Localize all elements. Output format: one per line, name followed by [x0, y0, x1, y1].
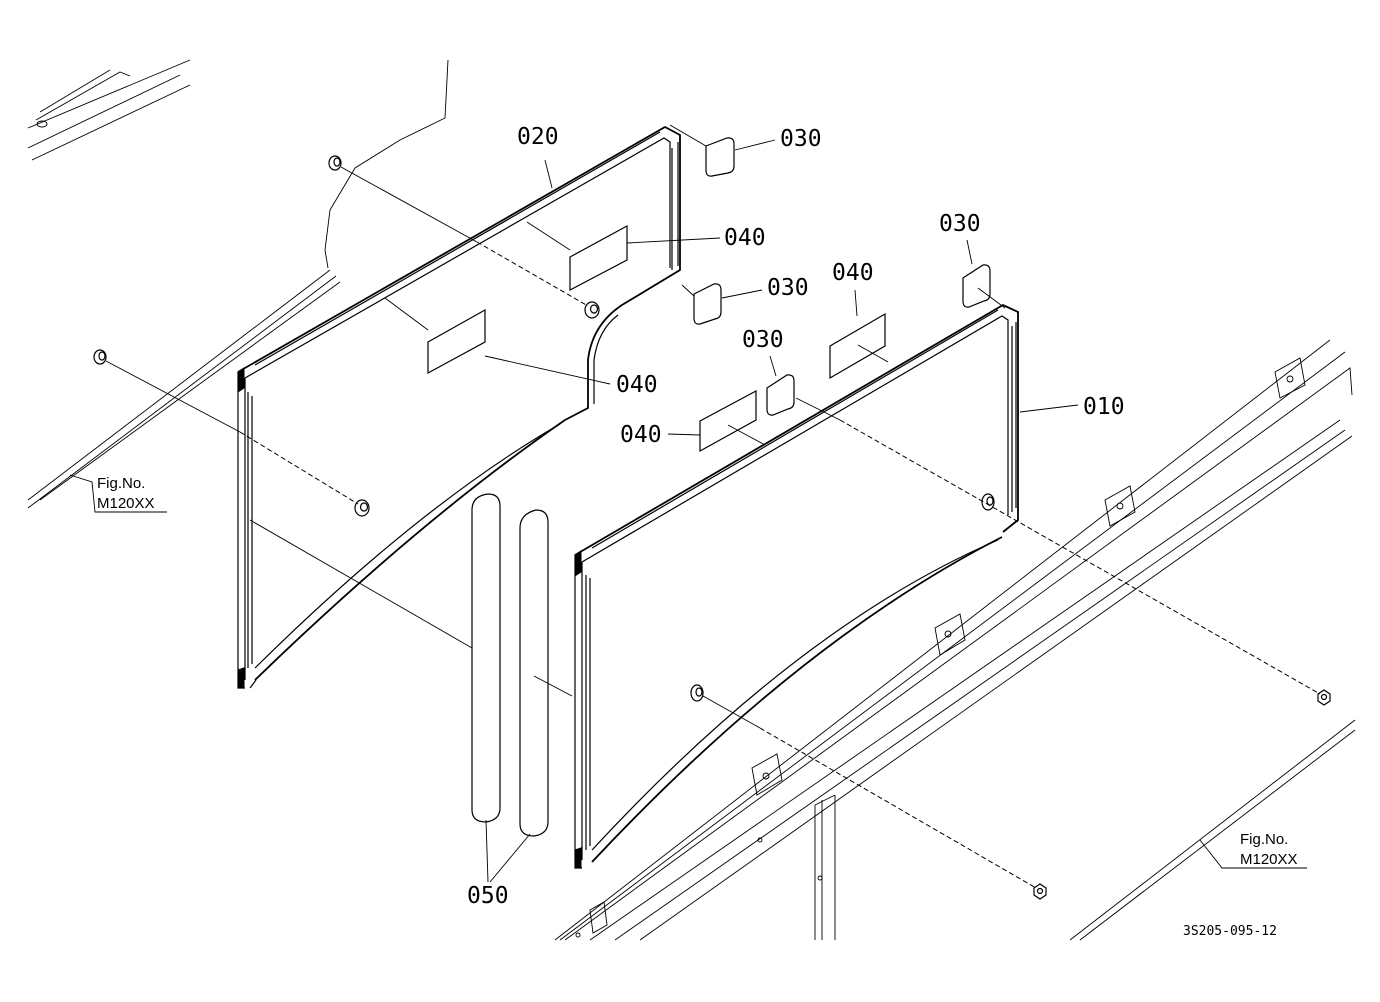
panel-020 [237, 125, 681, 689]
callout-040-center: 040 [616, 372, 658, 398]
callouts: 020 030 040 030 030 040 030 040 040 010 … [467, 124, 1125, 909]
callout-030-mid: 030 [767, 275, 809, 301]
grommets [93, 155, 1331, 900]
labels-040 [427, 224, 886, 453]
seals-050 [471, 493, 549, 837]
panel-010 [574, 303, 1019, 869]
fig-ref-left-line2: M120XX [97, 495, 155, 512]
fig-references: Fig.No. M120XX Fig.No. M120XX [97, 475, 1298, 868]
callout-050: 050 [467, 883, 509, 909]
callout-030-right: 030 [939, 211, 981, 237]
drawing-code: 3S205-095-12 [1183, 924, 1277, 939]
fig-ref-left-line1: Fig.No. [97, 475, 145, 492]
callout-030-lower: 030 [742, 327, 784, 353]
callout-040-top: 040 [724, 225, 766, 251]
callout-040-left: 040 [620, 422, 662, 448]
callout-020: 020 [517, 124, 559, 150]
leader-lines [69, 124, 1307, 883]
upper-left-frame [27, 59, 449, 509]
fig-ref-right-line2: M120XX [1240, 851, 1298, 868]
fig-ref-right-line1: Fig.No. [1240, 831, 1288, 848]
assembly-lines [105, 166, 1321, 889]
decals-030 [693, 137, 991, 416]
callout-030-top: 030 [780, 126, 822, 152]
callout-010: 010 [1083, 394, 1125, 420]
lower-right-frame [554, 339, 1356, 941]
callout-040-right: 040 [832, 260, 874, 286]
